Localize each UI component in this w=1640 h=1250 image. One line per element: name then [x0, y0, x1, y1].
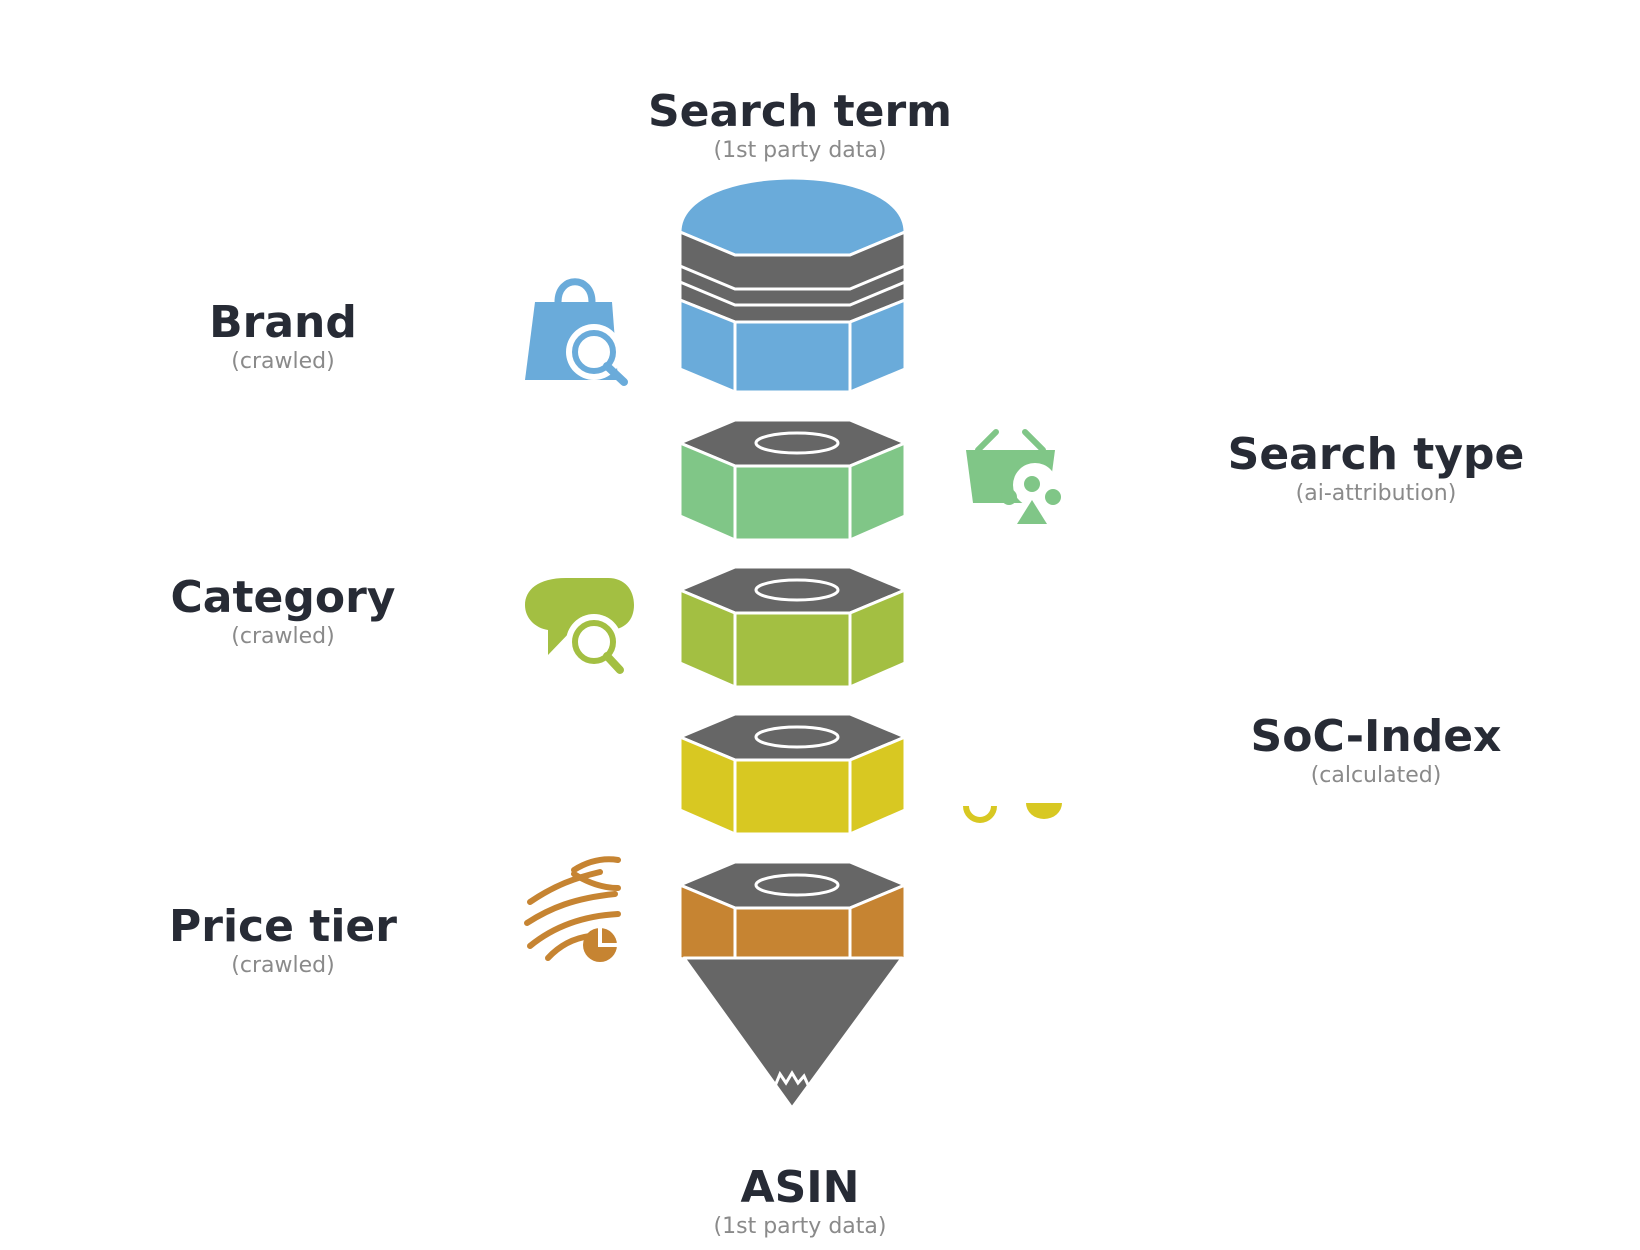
layer-face-right	[848, 588, 907, 689]
pencil-layer	[678, 712, 907, 836]
layer-face-center	[733, 758, 852, 836]
layer-face-right	[848, 735, 907, 836]
shopping-bag-search-icon	[525, 278, 628, 386]
price-tier-label: Price tier (crawled)	[169, 901, 397, 980]
layer-ring	[754, 578, 840, 602]
pencil-tip-cone	[682, 956, 904, 1110]
layer-face-right	[848, 441, 907, 542]
search-type-title: Search type	[1227, 429, 1525, 480]
layer-face-center	[733, 611, 852, 689]
brand-label: Brand (crawled)	[209, 297, 357, 376]
price-tier-subtitle: (crawled)	[231, 953, 335, 979]
partial-clipped-icon	[963, 803, 1062, 823]
asin-subtitle: (1st party data)	[713, 1214, 887, 1240]
category-label: Category (crawled)	[170, 572, 396, 651]
brand-title: Brand	[209, 297, 357, 348]
top-cylinder-band-line	[679, 264, 906, 291]
soc-index-title: SoC-Index	[1250, 711, 1502, 762]
shopping-basket-people-icon	[966, 429, 1061, 524]
top-cylinder-face-right	[848, 298, 907, 394]
search-term-label: Search term (1st party data)	[647, 86, 953, 165]
price-tier-title: Price tier	[169, 901, 397, 952]
soc-index-subtitle: (calculated)	[1310, 763, 1442, 789]
top-cylinder-cap	[678, 176, 907, 257]
category-title: Category	[170, 572, 396, 623]
top-cylinder-band-line	[679, 280, 906, 307]
pencil-layer	[678, 565, 907, 689]
search-type-label: Search type (ai-attribution)	[1227, 429, 1525, 508]
layer-ring	[754, 431, 840, 455]
top-cylinder-face-center	[733, 320, 852, 394]
asin-label: ASIN (1st party data)	[713, 1162, 887, 1241]
layer-face-center	[733, 464, 852, 542]
top-cylinder	[678, 176, 907, 394]
layer-ring	[754, 873, 840, 897]
pencil-layer	[678, 418, 907, 542]
search-term-title: Search term	[647, 86, 953, 137]
brand-subtitle: (crawled)	[231, 349, 335, 375]
search-term-subtitle: (1st party data)	[713, 138, 887, 164]
search-type-subtitle: (ai-attribution)	[1295, 481, 1457, 507]
pencil-tip	[682, 956, 904, 1110]
pencil-tip-crack	[773, 1070, 811, 1088]
layer-ring	[754, 725, 840, 749]
category-subtitle: (crawled)	[231, 624, 335, 650]
soc-index-label: SoC-Index (calculated)	[1250, 711, 1502, 790]
pencil-layers	[678, 418, 907, 984]
chat-bubble-search-icon	[525, 578, 634, 674]
flow-lines-pie-icon	[524, 856, 621, 962]
asin-title: ASIN	[740, 1162, 860, 1213]
